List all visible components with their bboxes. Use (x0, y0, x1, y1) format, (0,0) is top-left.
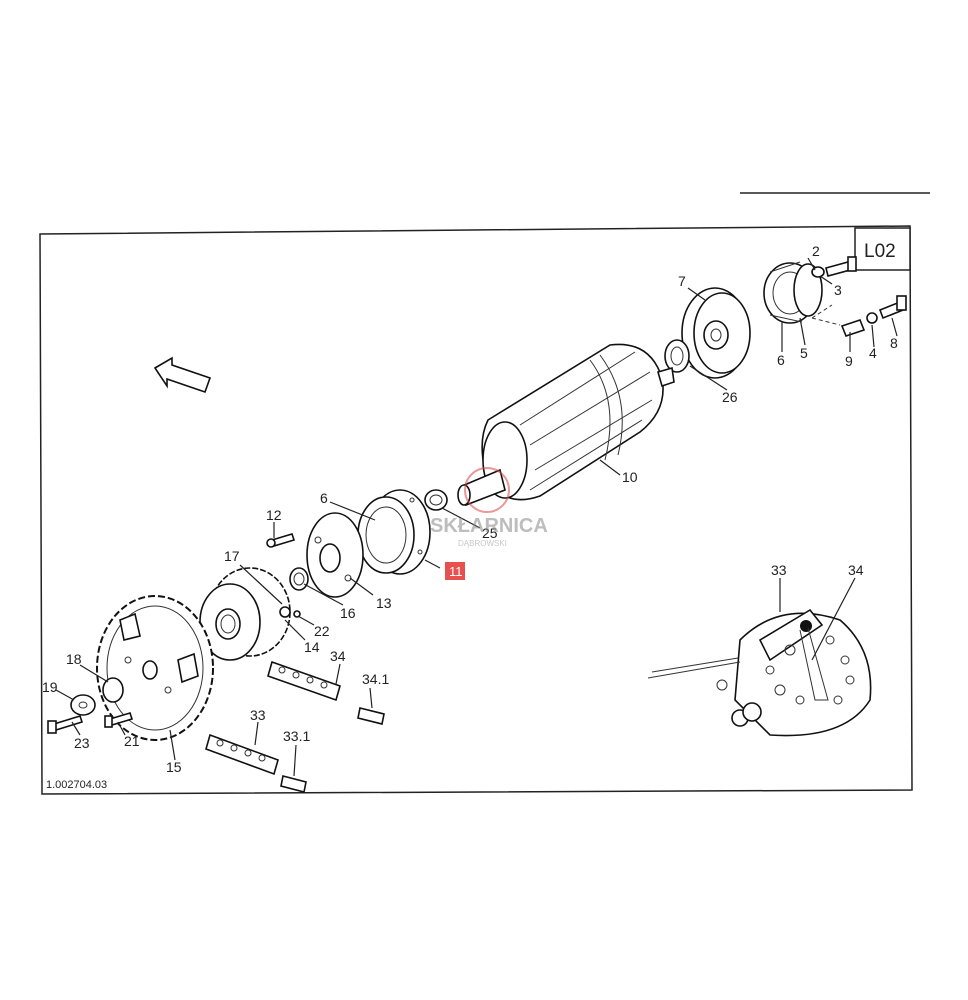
callout-34-inset: 34 (848, 562, 864, 578)
inset-assembly-view (647, 608, 872, 737)
callout-13: 13 (376, 595, 392, 611)
roller-drum-part (457, 343, 675, 507)
callout-21: 21 (124, 733, 140, 749)
large-washer-part (70, 694, 96, 716)
callout-15: 15 (166, 759, 182, 775)
large-sprocket-part (96, 595, 214, 741)
callout-7: 7 (678, 273, 686, 289)
drawing-number: 1.002704.03 (46, 779, 107, 791)
chain-link-34-1-part (357, 707, 385, 725)
callout-19: 19 (42, 679, 58, 695)
callout-6-right: 6 (777, 352, 785, 368)
bolt-23-part (52, 715, 84, 731)
callout-34: 34 (330, 648, 346, 664)
leader-lines (55, 257, 898, 777)
sleeve-part (840, 319, 866, 337)
chain-link-33-1-part (280, 775, 307, 793)
callout-9: 9 (845, 353, 853, 369)
callout-14: 14 (304, 639, 320, 655)
long-bolt-head (896, 295, 907, 311)
callout-2: 2 (812, 243, 820, 259)
watermark-subtitle: DĄBROWSKI (458, 539, 507, 548)
sheet-code-box (854, 227, 911, 271)
pulley-part (681, 287, 751, 379)
watermark: SKŁARNICA DĄBROWSKI (430, 467, 548, 548)
bushing-part (424, 489, 448, 511)
callout-10: 10 (622, 469, 638, 485)
callout-12: 12 (266, 507, 282, 523)
callout-34-1: 34.1 (362, 671, 389, 687)
callout-26: 26 (722, 389, 738, 405)
spacer-ring-part (664, 339, 690, 373)
highlight-badge (445, 562, 465, 580)
callout-33-inset: 33 (771, 562, 787, 578)
callout-18: 18 (66, 651, 82, 667)
bolt-head (847, 256, 857, 272)
bolt-part (825, 261, 851, 277)
callout-4: 4 (869, 345, 877, 361)
callout-17: 17 (224, 548, 240, 564)
dashed-guide (811, 304, 841, 326)
callout-6-left: 6 (320, 490, 328, 506)
callout-33: 33 (250, 707, 266, 723)
callout-23: 23 (74, 735, 90, 751)
chain-33-part (205, 733, 279, 776)
bearing-part (289, 567, 309, 591)
small-washer-part (866, 312, 878, 324)
sheet-code: L02 (864, 241, 896, 262)
watermark-title: SKŁARNICA (430, 515, 548, 537)
direction-arrow-icon (153, 356, 212, 394)
highlight-label: 11 (449, 564, 463, 579)
callout-22: 22 (314, 623, 330, 639)
callout-33-1: 33.1 (283, 728, 310, 744)
spacer-part (102, 677, 124, 703)
flange-plate-part (306, 512, 364, 598)
drawing-frame (39, 225, 913, 795)
small-sprocket-part (199, 567, 291, 661)
nut-part (293, 610, 301, 618)
callout-25: 25 (482, 525, 498, 541)
callout-16: 16 (340, 605, 356, 621)
callout-3: 3 (834, 282, 842, 298)
ring-part (279, 606, 291, 618)
callout-5: 5 (800, 345, 808, 361)
chain-34-part (267, 660, 341, 702)
left-housing-part (357, 489, 431, 575)
callout-8: 8 (890, 335, 898, 351)
